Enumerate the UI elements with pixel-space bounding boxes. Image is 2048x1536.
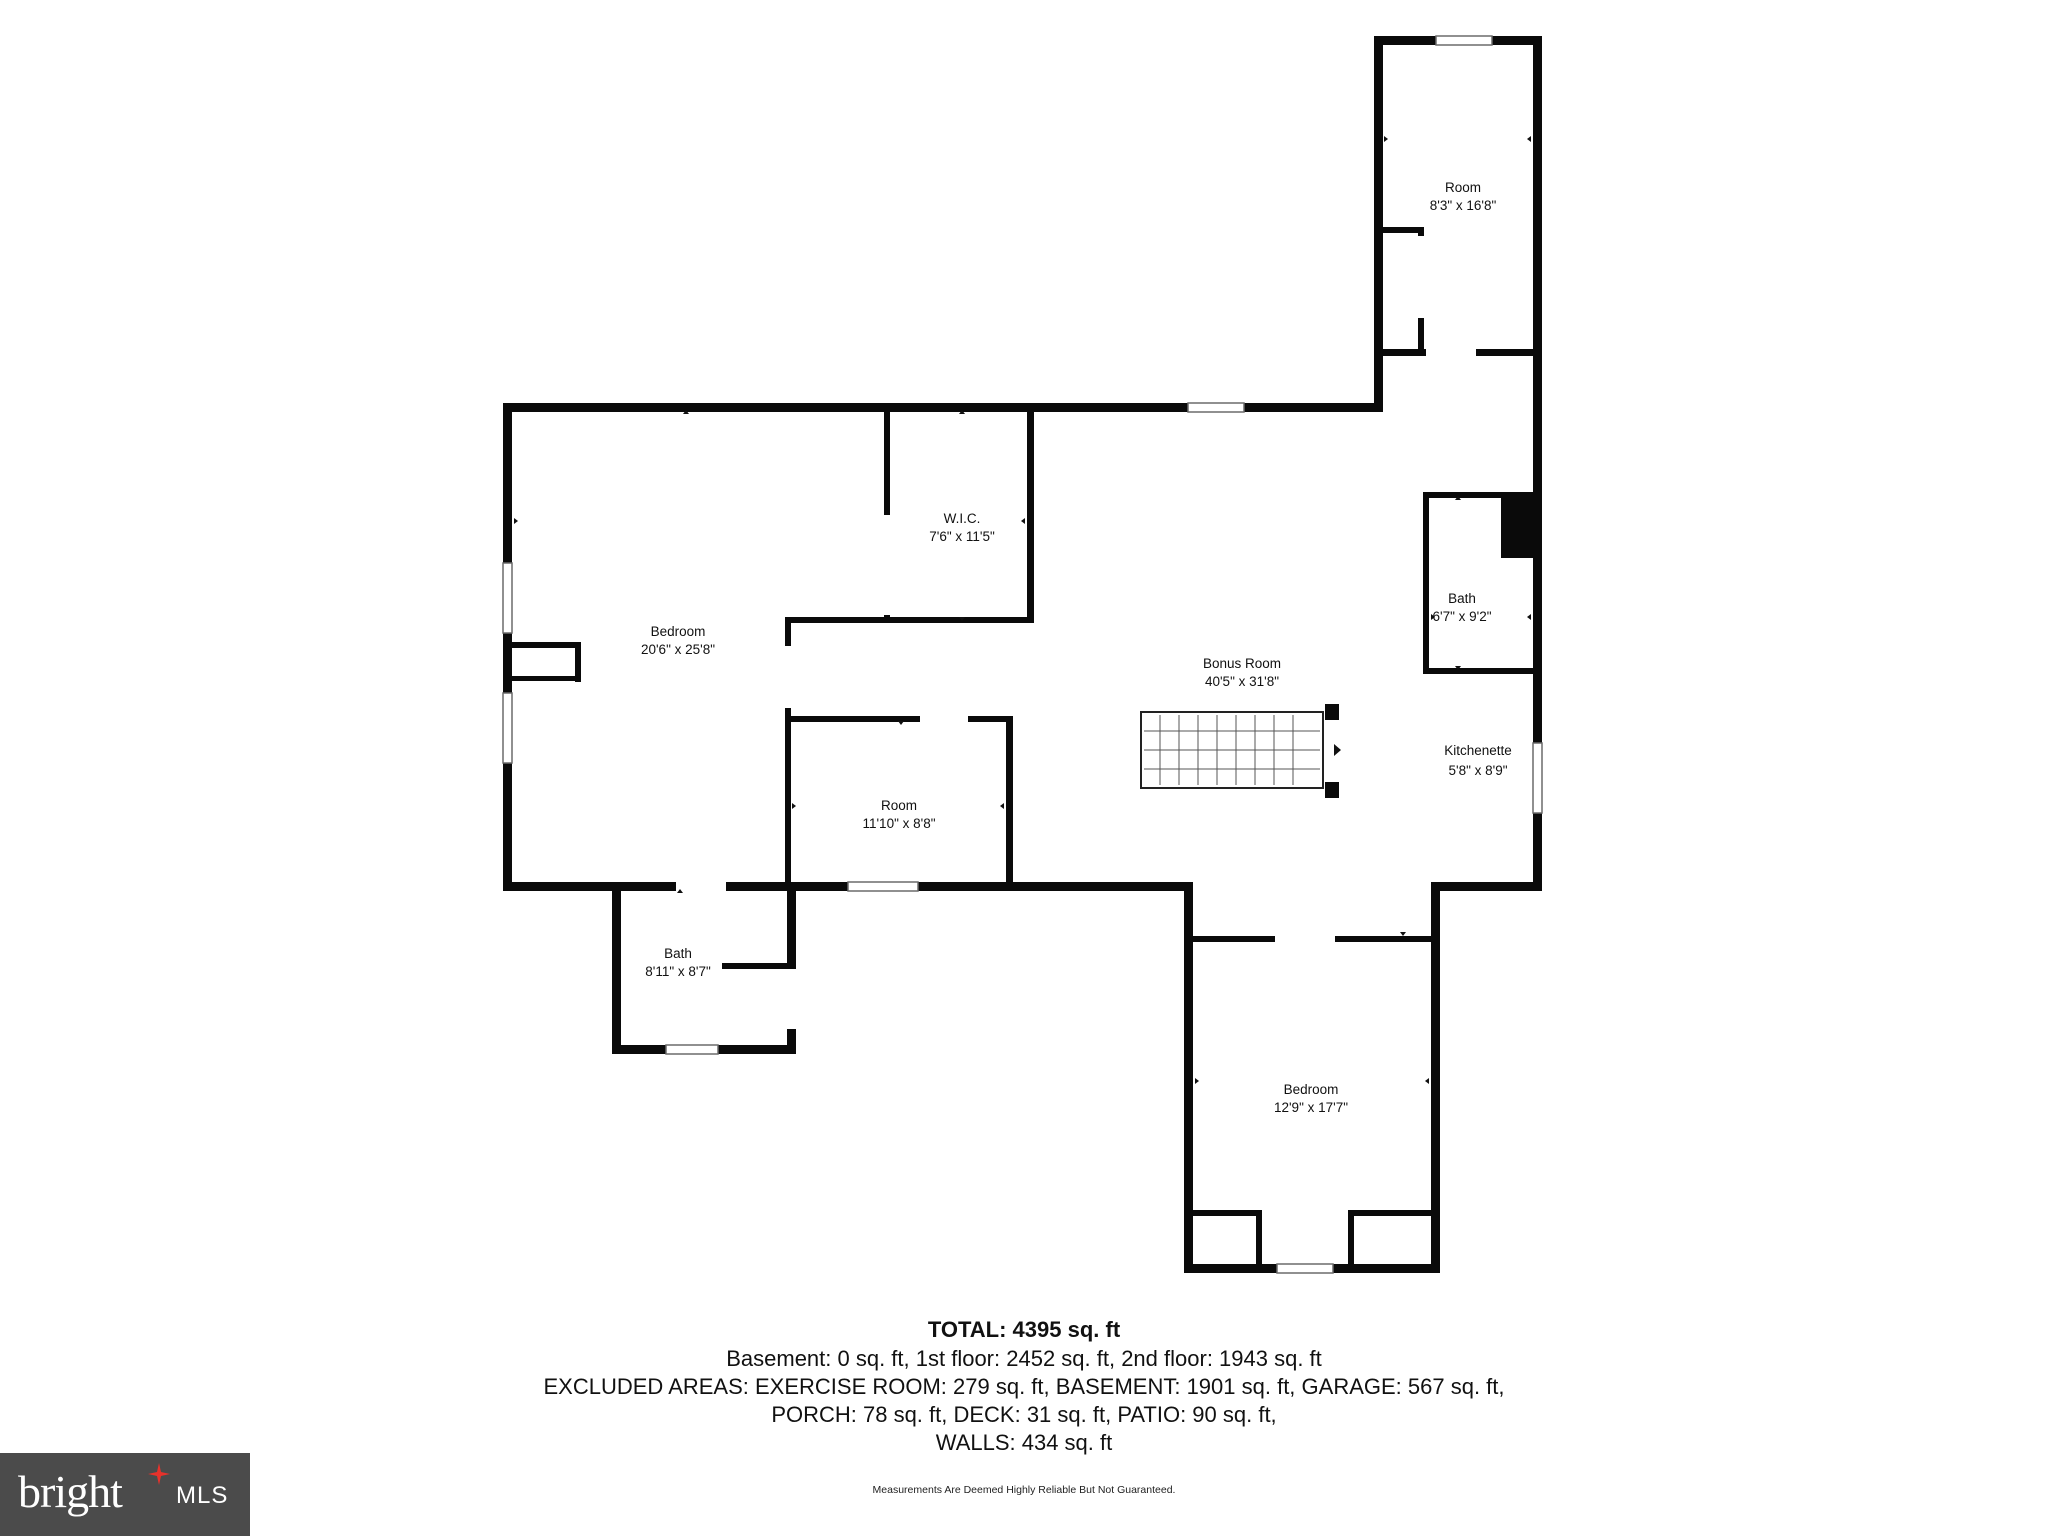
- wall: [1533, 36, 1542, 888]
- door-opening: [785, 646, 791, 708]
- window: [502, 562, 513, 634]
- sparkle-icon: [148, 1463, 170, 1485]
- door-opening: [1426, 349, 1476, 356]
- bright-mls-logo: bright MLS: [0, 1453, 250, 1536]
- wall: [575, 642, 581, 682]
- wall: [503, 403, 512, 891]
- wall: [1501, 492, 1535, 558]
- wall: [612, 882, 621, 1054]
- door-opening: [676, 882, 726, 891]
- wall: [503, 403, 1383, 412]
- door-opening: [920, 716, 968, 722]
- windows: [502, 35, 1543, 1274]
- room-label-name: W.I.C.: [944, 511, 981, 526]
- door-opening: [1418, 236, 1424, 318]
- wall: [785, 617, 791, 891]
- wall: [1006, 716, 1013, 888]
- wall: [1374, 36, 1383, 408]
- wall: [1379, 227, 1424, 233]
- wall: [1348, 1210, 1436, 1216]
- dimension-markers: [514, 136, 1531, 1084]
- wall: [1423, 668, 1538, 674]
- window: [665, 1044, 719, 1055]
- room-label-name: Kitchenette: [1444, 743, 1512, 758]
- wall: [1431, 882, 1542, 891]
- room-label-dimensions: 12'9" x 17'7": [1274, 1100, 1348, 1115]
- room-label-name: Room: [881, 798, 917, 813]
- disclaimer: Measurements Are Deemed Highly Reliable …: [872, 1484, 1176, 1496]
- window: [847, 881, 919, 892]
- room-label-dimensions: 8'3" x 16'8": [1430, 198, 1497, 213]
- room-labels: Room 8'3" x 16'8" W.I.C. 7'6" x 11'5" Be…: [641, 180, 1512, 1115]
- room-label-name: Room: [1445, 180, 1481, 195]
- room-label-dimensions: 40'5" x 31'8": [1205, 674, 1279, 689]
- wall: [1423, 492, 1538, 498]
- walls-area: WALLS: 434 sq. ft: [935, 1430, 1113, 1455]
- door-opening: [884, 515, 890, 615]
- window: [502, 692, 513, 764]
- wall: [884, 617, 1034, 623]
- wall: [722, 963, 792, 969]
- excluded-areas-line-2: PORCH: 78 sq. ft, DECK: 31 sq. ft, PATIO…: [771, 1402, 1277, 1427]
- room-label-name: Bedroom: [1284, 1082, 1339, 1097]
- room-label-dimensions: 7'6" x 11'5": [929, 529, 995, 544]
- room-label-name: Bath: [664, 946, 692, 961]
- staircase: [1140, 704, 1341, 798]
- window: [1276, 1263, 1334, 1274]
- wall: [508, 676, 581, 681]
- excluded-areas-line-1: EXCLUDED AREAS: EXERCISE ROOM: 279 sq. f…: [543, 1374, 1505, 1399]
- wall: [1027, 407, 1034, 623]
- stair-direction-arrow: [1334, 744, 1341, 756]
- window: [1532, 742, 1543, 814]
- wall: [1188, 1210, 1260, 1216]
- window: [1435, 35, 1493, 46]
- room-label-name: Bonus Room: [1203, 656, 1281, 671]
- logo-wordmark: bright: [18, 1466, 123, 1517]
- total-area: TOTAL: 4395 sq. ft: [927, 1317, 1121, 1342]
- wall: [508, 642, 581, 648]
- wall: [1256, 1210, 1262, 1268]
- room-label-dimensions: 20'6" x 25'8": [641, 642, 715, 657]
- doors: [676, 236, 1476, 1029]
- wall: [1423, 492, 1429, 674]
- window: [1187, 402, 1245, 413]
- room-label-name: Bedroom: [651, 624, 706, 639]
- room-label-dimensions: 8'11" x 8'7": [645, 964, 711, 979]
- wall: [785, 617, 888, 623]
- wall: [785, 716, 1012, 722]
- wall: [1431, 882, 1440, 1273]
- stair-post: [1325, 704, 1339, 720]
- floor-area-breakdown: Basement: 0 sq. ft, 1st floor: 2452 sq. …: [726, 1346, 1322, 1371]
- room-label-dimensions: 6'7" x 9'2": [1432, 609, 1491, 624]
- room-label-name: Bath: [1448, 591, 1476, 606]
- door-opening: [787, 969, 796, 1029]
- room-label-dimensions: 11'10" x 8'8": [862, 816, 935, 831]
- wall: [1348, 1210, 1354, 1268]
- door-opening: [1275, 936, 1335, 942]
- wall: [1184, 882, 1193, 1273]
- logo-mls-text: MLS: [176, 1482, 229, 1509]
- room-label-dimensions: 5'8" x 8'9": [1448, 763, 1507, 778]
- stair-post: [1325, 782, 1339, 798]
